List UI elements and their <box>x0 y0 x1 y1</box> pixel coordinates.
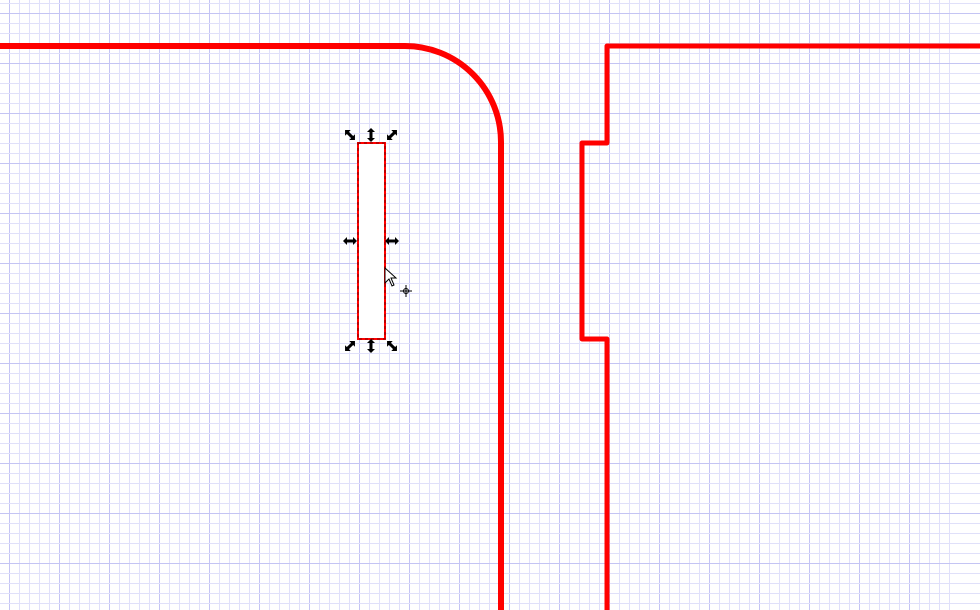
selection-handles <box>342 127 400 354</box>
handle-bottom-right-resize-arrow-icon[interactable] <box>384 338 400 354</box>
selected-rectangle[interactable] <box>357 142 386 340</box>
handle-bottom-resize-arrow-icon[interactable] <box>367 339 375 353</box>
move-cursor-icon <box>400 285 412 297</box>
handle-top-resize-arrow-icon[interactable] <box>367 128 375 142</box>
rounded-outline-path[interactable] <box>0 43 504 610</box>
handle-top-left-resize-arrow-icon[interactable] <box>342 127 358 143</box>
notched-outline-path[interactable] <box>579 43 980 610</box>
mouse-pointer-icon <box>384 266 398 287</box>
handle-left-resize-arrow-icon[interactable] <box>343 237 357 245</box>
selection-bbox <box>357 142 386 340</box>
handle-bottom-left-resize-arrow-icon[interactable] <box>342 338 358 354</box>
handle-top-right-resize-arrow-icon[interactable] <box>384 127 400 143</box>
handle-right-resize-arrow-icon[interactable] <box>385 237 399 245</box>
